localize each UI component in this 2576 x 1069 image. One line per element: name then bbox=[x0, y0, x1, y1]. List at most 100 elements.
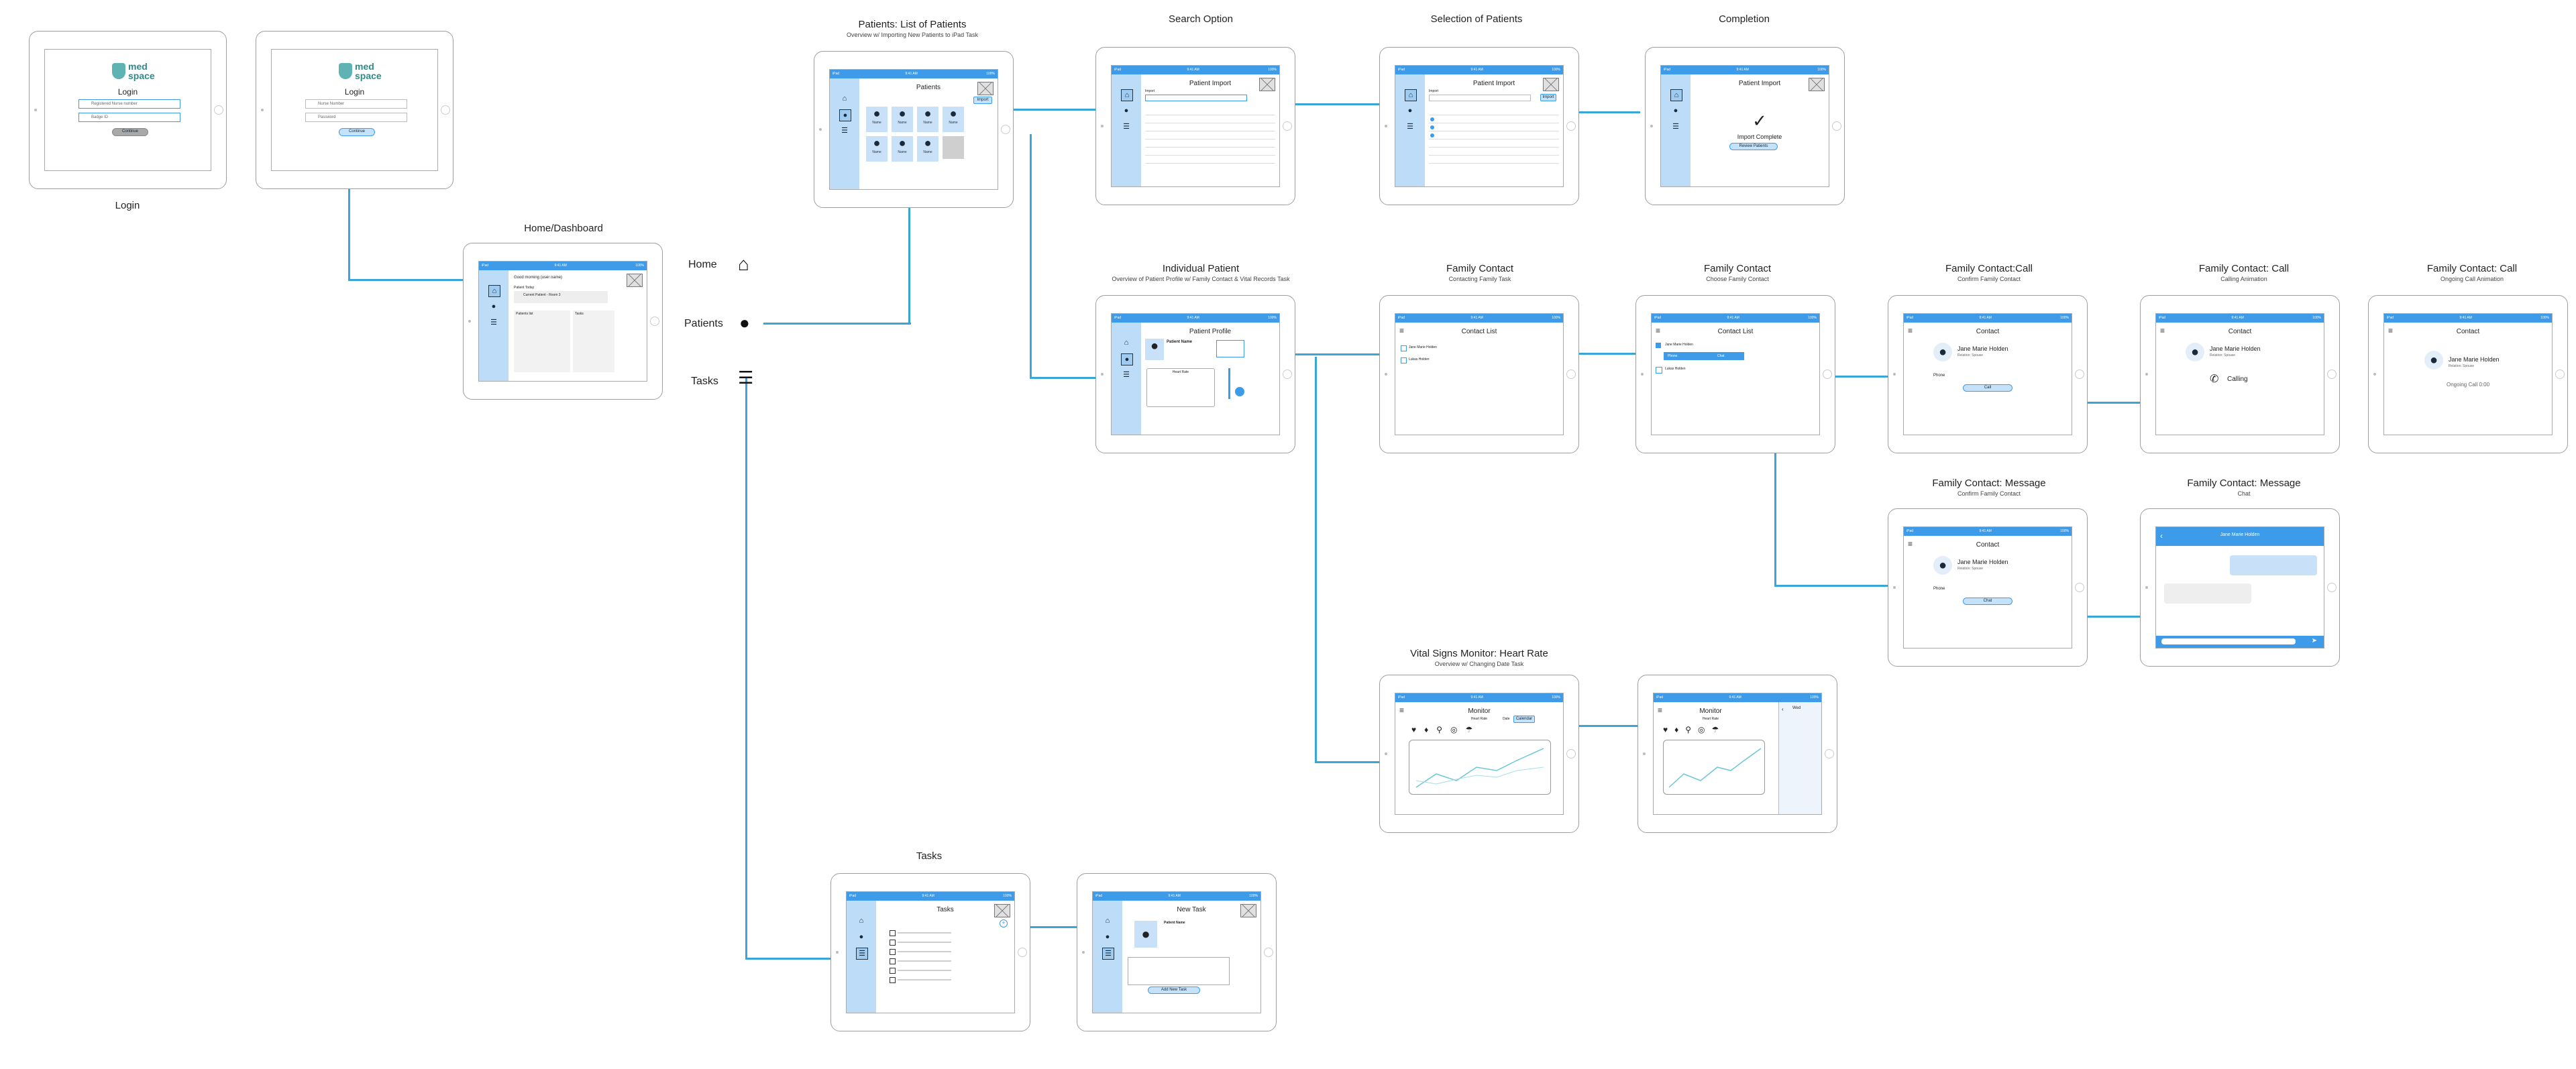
table-row[interactable] bbox=[1429, 156, 1559, 164]
vital-type-icons[interactable]: ♥♦⚲◎☂ bbox=[1663, 725, 1726, 734]
table-row[interactable] bbox=[1145, 108, 1275, 115]
menu-icon[interactable]: ≡ bbox=[1656, 326, 1661, 335]
home-icon[interactable]: ⌂ bbox=[1121, 89, 1133, 101]
selected-dot[interactable] bbox=[1430, 125, 1434, 129]
search-input[interactable] bbox=[1429, 95, 1531, 101]
task-checkbox[interactable] bbox=[890, 968, 896, 974]
contact-action-bar[interactable]: Phone Chat bbox=[1664, 352, 1744, 360]
home-icon[interactable]: ⌂ bbox=[1670, 89, 1682, 101]
home-icon[interactable]: ⌂ bbox=[859, 917, 864, 925]
badge-id-field[interactable]: Badge ID bbox=[78, 113, 180, 122]
continue-button[interactable]: Continue bbox=[112, 128, 148, 136]
selected-dot[interactable] bbox=[1430, 133, 1434, 137]
menu-icon[interactable]: ≡ bbox=[1399, 326, 1405, 335]
checkbox-checked[interactable] bbox=[1656, 343, 1661, 348]
nurse-number-field[interactable]: Nurse Number bbox=[305, 99, 407, 109]
table-row[interactable] bbox=[1429, 132, 1559, 139]
patients-icon[interactable]: ● bbox=[839, 109, 851, 121]
contact-name[interactable]: Jane Marie Holden bbox=[1409, 345, 1437, 349]
menu-icon[interactable]: ≡ bbox=[1908, 326, 1913, 335]
import-button[interactable]: Import bbox=[973, 97, 992, 104]
home-icon[interactable]: ⌂ bbox=[1105, 917, 1110, 925]
task-checkbox[interactable] bbox=[890, 930, 896, 936]
call-button[interactable]: Call bbox=[1963, 384, 2012, 392]
checkbox[interactable] bbox=[1656, 367, 1662, 374]
table-row[interactable] bbox=[1145, 124, 1275, 131]
patient-tile[interactable]: ●Name bbox=[917, 107, 938, 132]
menu-icon[interactable]: ≡ bbox=[1399, 706, 1405, 715]
table-row[interactable] bbox=[1429, 116, 1559, 123]
table-row[interactable] bbox=[1429, 140, 1559, 148]
menu-icon[interactable]: ≡ bbox=[1658, 706, 1663, 715]
table-row[interactable] bbox=[1429, 148, 1559, 156]
home-icon[interactable]: ⌂ bbox=[488, 285, 500, 297]
patients-icon[interactable]: ● bbox=[1121, 353, 1133, 365]
chat-action[interactable]: Chat bbox=[1717, 354, 1725, 358]
patients-icon[interactable]: ● bbox=[1407, 107, 1413, 115]
patients-icon[interactable]: ● bbox=[1124, 107, 1129, 115]
contact-options-panel[interactable] bbox=[1216, 340, 1244, 357]
tasks-icon[interactable]: ☰ bbox=[856, 948, 868, 960]
back-icon[interactable]: ‹ bbox=[2160, 531, 2163, 541]
tasks-icon[interactable]: ☰ bbox=[841, 127, 848, 135]
contact-name[interactable]: Jane Marie Holden bbox=[1665, 343, 1693, 347]
menu-icon[interactable]: ≡ bbox=[1908, 539, 1913, 549]
selected-dot[interactable] bbox=[1430, 117, 1434, 121]
table-row[interactable] bbox=[1145, 156, 1275, 164]
patient-tile[interactable]: ●Name bbox=[892, 107, 913, 132]
tasks-icon[interactable]: ☰ bbox=[1672, 123, 1679, 131]
patient-tile[interactable]: ●Name bbox=[892, 136, 913, 162]
home-icon[interactable]: ⌂ bbox=[1405, 89, 1417, 101]
task-checkbox[interactable] bbox=[890, 940, 896, 946]
checkbox[interactable] bbox=[1401, 345, 1407, 351]
vital-type-icons[interactable]: ♥♦⚲◎☂ bbox=[1411, 725, 1481, 734]
menu-icon[interactable]: ≡ bbox=[2160, 326, 2165, 335]
table-row[interactable] bbox=[1429, 108, 1559, 115]
patient-tile[interactable]: ●Name bbox=[866, 136, 888, 162]
patient-tile[interactable]: ●Name bbox=[943, 107, 964, 132]
heart-rate-chart[interactable] bbox=[1663, 740, 1765, 795]
task-checkbox[interactable] bbox=[890, 949, 896, 955]
phone-action[interactable]: Phone bbox=[1668, 354, 1678, 358]
checkbox[interactable] bbox=[1401, 357, 1407, 363]
task-checkbox[interactable] bbox=[890, 958, 896, 964]
continue-button[interactable]: Continue bbox=[339, 128, 375, 136]
patients-icon[interactable]: ● bbox=[1673, 107, 1678, 115]
tasks-icon[interactable]: ☰ bbox=[1102, 948, 1114, 960]
add-new-task-button[interactable]: Add New Task bbox=[1148, 987, 1200, 994]
send-icon[interactable]: ➤ bbox=[2311, 637, 2317, 644]
task-notes-field[interactable] bbox=[1128, 957, 1230, 985]
home-icon[interactable]: ⌂ bbox=[1124, 339, 1129, 347]
patients-icon[interactable]: ● bbox=[491, 302, 496, 311]
tasks-icon[interactable]: ☰ bbox=[1123, 123, 1130, 131]
nurse-number-field[interactable]: Registered Nurse number bbox=[78, 99, 180, 109]
import-button[interactable]: Import bbox=[1540, 94, 1556, 101]
vitals-button[interactable] bbox=[1235, 387, 1244, 396]
table-row[interactable] bbox=[1145, 148, 1275, 156]
vitals-slider[interactable] bbox=[1228, 368, 1230, 399]
add-patient-placeholder[interactable] bbox=[943, 136, 964, 159]
patient-tile[interactable]: ●Name bbox=[917, 136, 938, 162]
message-input[interactable] bbox=[2161, 638, 2296, 644]
home-icon[interactable]: ⌂ bbox=[842, 95, 847, 103]
table-row[interactable] bbox=[1145, 116, 1275, 123]
heart-rate-chart[interactable]: Heart Rate bbox=[1146, 368, 1215, 407]
table-row[interactable] bbox=[1429, 124, 1559, 131]
contact-name[interactable]: Lukas Holden bbox=[1409, 357, 1430, 361]
tasks-icon[interactable]: ☰ bbox=[1123, 371, 1130, 379]
password-field[interactable]: Password bbox=[305, 113, 407, 122]
patients-icon[interactable]: ● bbox=[859, 933, 864, 941]
search-input[interactable] bbox=[1145, 95, 1247, 101]
patients-icon[interactable]: ● bbox=[1105, 933, 1110, 941]
back-icon[interactable]: ‹ bbox=[1782, 706, 1784, 712]
table-row[interactable] bbox=[1145, 132, 1275, 139]
chat-button[interactable]: Chat bbox=[1963, 598, 2012, 605]
heart-rate-chart[interactable] bbox=[1409, 740, 1551, 795]
contact-name[interactable]: Lukas Holden bbox=[1665, 367, 1686, 371]
date-dropdown[interactable]: Calendar bbox=[1513, 716, 1535, 723]
add-task-icon[interactable]: + bbox=[1000, 919, 1008, 927]
task-checkbox[interactable] bbox=[890, 977, 896, 983]
current-patient-card[interactable]: Current Patient - Room 3 bbox=[514, 291, 608, 303]
menu-icon[interactable]: ≡ bbox=[2388, 326, 2394, 335]
table-row[interactable] bbox=[1145, 140, 1275, 148]
